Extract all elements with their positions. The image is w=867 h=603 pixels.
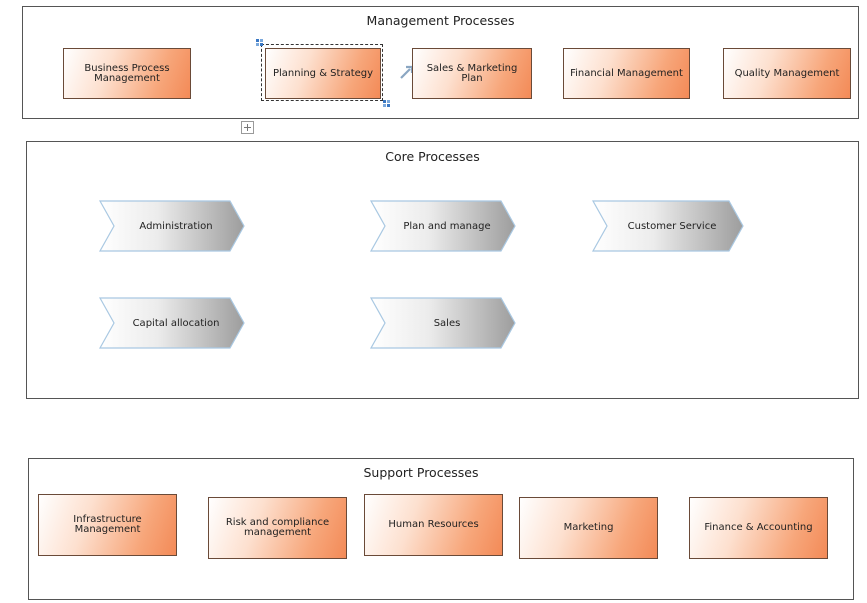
management-processes-title: Management Processes	[366, 13, 515, 28]
management-item-sales-marketing-plan[interactable]: Sales & Marketing Plan	[412, 48, 532, 99]
core-item-customer-service[interactable]: Customer Service	[591, 200, 744, 252]
support-item-infrastructure-management[interactable]: Infrastructure Management	[38, 494, 177, 556]
chevron-label: Administration	[139, 220, 213, 232]
chevron-label: Capital allocation	[132, 317, 220, 329]
core-item-sales[interactable]: Sales	[369, 297, 516, 349]
box-label: Risk and compliance management	[225, 517, 330, 538]
core-item-administration[interactable]: Administration	[98, 200, 245, 252]
core-processes-group[interactable]: Core Processes	[26, 141, 859, 399]
chevron-shape	[98, 297, 245, 349]
box-label: Marketing	[563, 522, 614, 533]
management-item-planning-strategy[interactable]: Planning & Strategy	[265, 48, 381, 99]
management-item-quality-management[interactable]: Quality Management	[723, 48, 851, 99]
support-item-human-resources[interactable]: Human Resources	[364, 494, 503, 556]
chevron-shape	[369, 297, 516, 349]
expand-icon[interactable]	[241, 121, 254, 134]
selection-frame	[261, 44, 383, 101]
chevron-label: Plan and manage	[403, 220, 491, 232]
box-label: Financial Management	[570, 67, 683, 79]
box-label: Sales & Marketing Plan	[426, 62, 518, 84]
support-processes-title: Support Processes	[363, 465, 479, 480]
box-label: Planning & Strategy	[272, 67, 374, 79]
box-label: Human Resources	[388, 519, 479, 530]
core-processes-title: Core Processes	[385, 149, 480, 164]
management-item-financial-management[interactable]: Financial Management	[563, 48, 690, 99]
management-item-business-process-management[interactable]: Business Process Management	[63, 48, 191, 99]
resize-handle-icon[interactable]	[256, 39, 263, 46]
support-item-marketing[interactable]: Marketing	[519, 497, 658, 559]
core-item-capital-allocation[interactable]: Capital allocation	[98, 297, 245, 349]
box-label: Finance & Accounting	[704, 522, 813, 533]
chevron-label: Sales	[433, 317, 461, 329]
support-item-risk-and-compliance[interactable]: Risk and compliance management	[208, 497, 347, 559]
box-label: Infrastructure Management	[73, 514, 142, 535]
chevron-shape	[369, 200, 516, 252]
box-label: Business Process Management	[84, 62, 170, 84]
box-label: Quality Management	[734, 67, 840, 79]
chevron-shape	[591, 200, 744, 252]
core-item-plan-and-manage[interactable]: Plan and manage	[369, 200, 516, 252]
resize-handle-icon[interactable]	[383, 100, 390, 107]
chevron-label: Customer Service	[627, 220, 717, 232]
chevron-shape	[98, 200, 245, 252]
support-item-finance-accounting[interactable]: Finance & Accounting	[689, 497, 828, 559]
